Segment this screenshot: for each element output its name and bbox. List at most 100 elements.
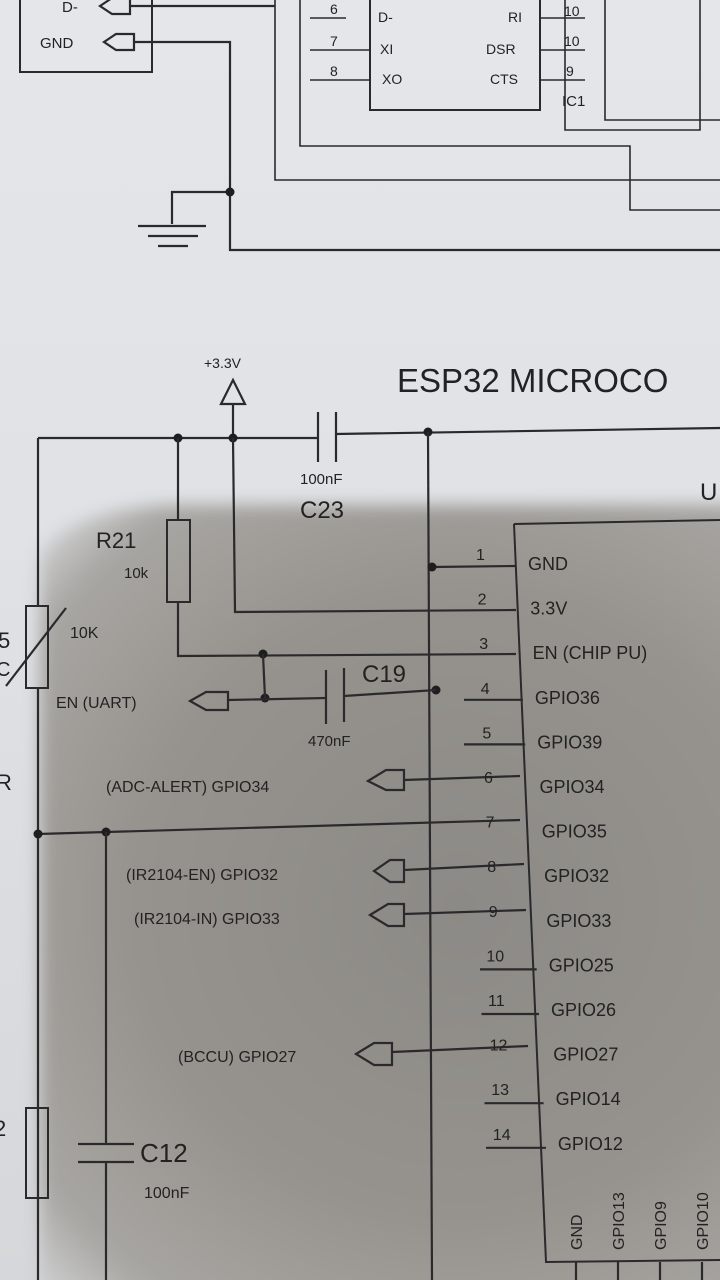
esp32-pin-name: GPIO39 (537, 732, 602, 752)
c19-value: 470nF (308, 733, 351, 750)
esp32-pin-name: EN (CHIP PU) (533, 643, 648, 663)
ic1-pin-num: 6 (330, 1, 338, 17)
capacitor-c12-icon (78, 1142, 134, 1164)
wire-gnd (134, 40, 720, 252)
esp32-pin-number: 1 (476, 547, 485, 564)
esp32-pin-number: 10 (486, 948, 504, 965)
esp32-pin-name: GND (528, 554, 568, 574)
net-label-en-uart: EN (UART) (56, 695, 137, 712)
wire-gpio35 (37, 818, 521, 836)
resistor-ref-left: R (0, 770, 12, 795)
wire-rail-top (38, 426, 720, 440)
ic1-pin-num: 10 (564, 33, 580, 49)
esp32-bottom-pin-name: GPIO9 (653, 1201, 670, 1250)
wire-ground (170, 190, 230, 224)
ic1-pin-name: XI (380, 41, 393, 57)
r21-value: 10k (124, 565, 149, 582)
net-label-gpio33: (IR2104-IN) GPIO33 (134, 911, 280, 928)
ic1-pin-name: RI (508, 9, 522, 25)
ic1-ref: IC1 (562, 93, 585, 110)
esp32-pin-name: GPIO26 (551, 1000, 616, 1020)
ic1-left-pins (310, 17, 370, 81)
r21-ref: R21 (96, 528, 136, 553)
esp32-pin-number: 5 (482, 725, 491, 742)
port-arrow-d-minus (98, 0, 132, 16)
resistor-ref-bottom: 2 (0, 1116, 6, 1141)
ic1-right-pins (540, 17, 585, 81)
wire-d (604, 0, 720, 121)
wire-pin2 (231, 437, 517, 614)
esp32-pin-name: GPIO33 (546, 911, 611, 931)
pot-value: 10K (70, 625, 99, 642)
esp32-pin-number: 4 (481, 681, 490, 698)
esp32-pin-number: 14 (493, 1127, 511, 1144)
esp32-pin-name: GPIO12 (558, 1134, 623, 1154)
esp32-bottom-pin-name: GPIO13 (611, 1192, 628, 1250)
capacitor-c19-icon (324, 668, 346, 724)
esp32-pin-number: 7 (486, 815, 495, 832)
junction-dot (225, 187, 235, 197)
wire-gnd-rail (426, 431, 434, 1280)
capacitor-c23-icon (316, 412, 338, 462)
esp32-pin-number: 3 (479, 636, 488, 653)
esp32-pin-number: 8 (487, 859, 496, 876)
ic1-pin-num: 7 (330, 33, 338, 49)
esp32-bottom-pins: GND GPIO13 GPIO9 GPIO10 (569, 1192, 712, 1280)
power-arrow-icon (219, 377, 247, 406)
connector-pin-d-minus: D- (62, 0, 78, 16)
esp32-bottom-pin-name: GPIO10 (695, 1192, 712, 1250)
net-label-gpio27: (BCCU) GPIO27 (178, 1049, 296, 1066)
wire-a (274, 0, 720, 181)
esp32-pin-number: 13 (491, 1082, 509, 1099)
ic1-pin-num: 10 (564, 3, 580, 19)
wire-c19 (227, 653, 437, 702)
connector-pin-gnd: GND (40, 35, 74, 52)
esp32-pin-number: 6 (484, 770, 493, 787)
paper-shadow (40, 505, 720, 1280)
pot-ref: 5 (0, 628, 10, 653)
wire-pin1 (431, 564, 516, 569)
port-arrow-gpio27 (353, 1041, 529, 1067)
esp32-pin-number: 11 (488, 993, 505, 1010)
ic1-pin-name: XO (382, 71, 402, 87)
port-arrow-gpio33 (367, 902, 527, 928)
ic1-pin-num: 9 (566, 63, 574, 79)
resistor-bottom-icon (25, 1107, 49, 1199)
esp32-ref: U (700, 479, 717, 506)
c12-ref: C12 (140, 1138, 188, 1168)
esp32-pin-name: GPIO27 (553, 1045, 618, 1065)
ic1-pin-name: DSR (486, 41, 516, 57)
esp32-pin-number: 12 (490, 1038, 508, 1055)
usb-connector-box (19, 0, 153, 73)
net-label-gpio32: (IR2104-EN) GPIO32 (126, 867, 278, 884)
esp32-pin-name: GPIO32 (544, 866, 609, 886)
c23-value: 100nF (300, 471, 343, 488)
esp32-pin-name: GPIO25 (549, 955, 614, 975)
esp32-pin-name: 3.3V (530, 599, 567, 619)
port-arrow-en-uart (187, 690, 230, 712)
port-arrow-gpio34 (365, 768, 521, 792)
port-arrow-gpio32 (372, 858, 525, 884)
c23-ref: C23 (300, 497, 344, 524)
esp32-bottom-pin-name: GND (569, 1214, 586, 1250)
port-arrow-gnd (102, 32, 136, 52)
wire-en (176, 602, 517, 658)
net-label-gpio34: (ADC-ALERT) GPIO34 (106, 779, 269, 796)
esp32-pin-name: GPIO36 (535, 688, 600, 708)
ground-icon (138, 224, 206, 248)
esp32-module-box (513, 519, 720, 1264)
ic1-pin-name: CTS (490, 71, 518, 87)
ic1-pin-name: D- (378, 9, 393, 25)
pot-extra: C (0, 659, 10, 681)
esp32-pin-number: 9 (489, 904, 498, 921)
esp32-pin-number: 2 (478, 592, 487, 609)
power-label: +3.3V (204, 355, 242, 371)
resistor-r21-icon (166, 519, 191, 603)
esp32-pin-name: GPIO34 (540, 777, 605, 797)
c19-ref: C19 (362, 661, 406, 688)
wire-c (564, 0, 701, 131)
potentiometer-slash (5, 607, 67, 687)
